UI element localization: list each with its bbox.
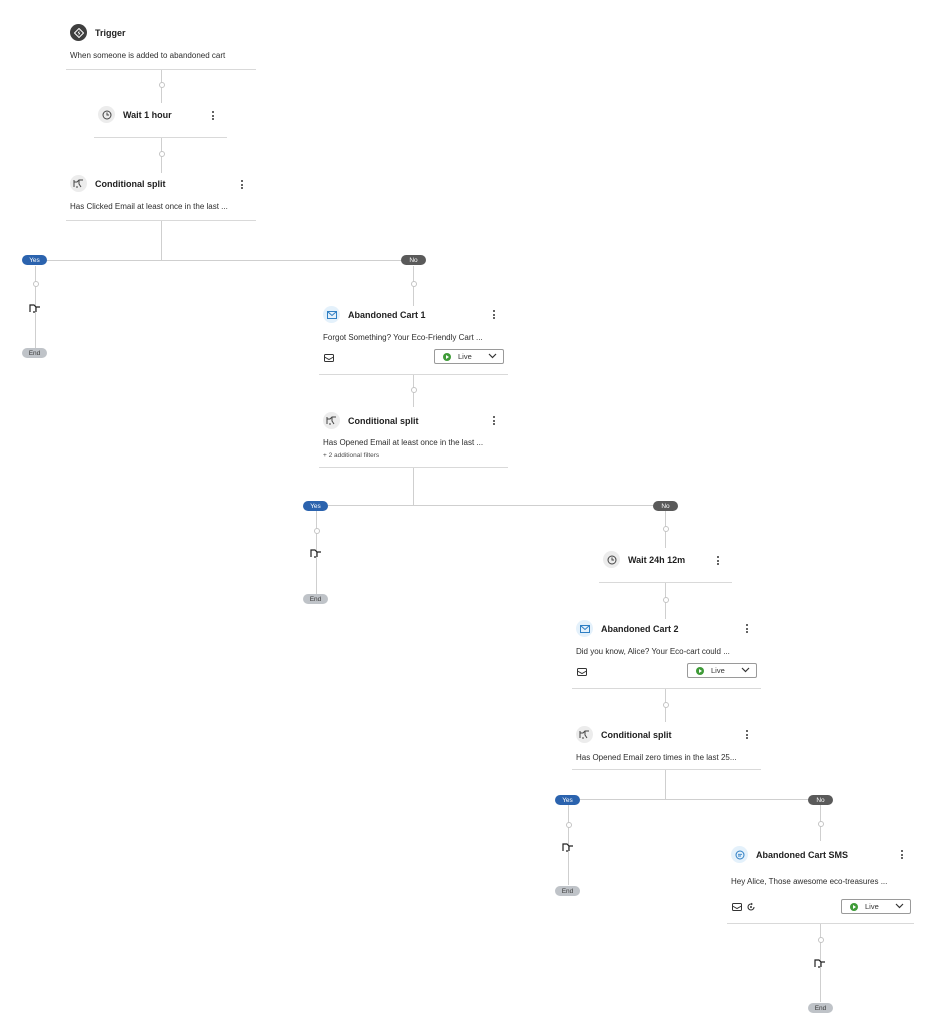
connector-dot: [33, 281, 39, 287]
live-status-icon: [696, 666, 704, 675]
additional-filters-text: + 2 additional filters: [323, 452, 380, 459]
end-label: End: [22, 348, 47, 358]
wait-node-1[interactable]: Wait 1 hour: [94, 103, 227, 138]
trigger-card[interactable]: Trigger When someone is added to abandon…: [66, 20, 256, 70]
email-title: Abandoned Cart 1: [348, 309, 426, 320]
connector-line: [413, 468, 414, 505]
email-icon: [576, 620, 593, 637]
email-description: Forgot Something? Your Eco-Friendly Cart…: [323, 333, 483, 342]
more-options-button[interactable]: [713, 554, 723, 567]
connector-dot: [159, 151, 165, 157]
chevron-down-icon: [488, 353, 497, 359]
channel-email-icon: [732, 903, 742, 911]
split-icon: [70, 175, 87, 192]
split-description: Has Opened Email zero times in the last …: [576, 753, 737, 762]
split-description: Has Clicked Email at least once in the l…: [70, 202, 228, 211]
connector-dot: [818, 937, 824, 943]
split-title: Conditional split: [601, 729, 672, 740]
trigger-description: When someone is added to abandoned cart: [70, 51, 226, 60]
connector-dot: [663, 702, 669, 708]
yes-branch-label: Yes: [555, 795, 580, 805]
live-status-icon: [850, 902, 858, 911]
no-branch-label: No: [653, 501, 678, 511]
trigger-title: Trigger: [95, 27, 126, 38]
split-title: Conditional split: [95, 178, 166, 189]
split-description: Has Opened Email at least once in the la…: [323, 438, 484, 447]
sms-description: Hey Alice, Those awesome eco-treasures .…: [731, 877, 888, 886]
channel-email-icon: [577, 668, 587, 676]
live-status-icon: [443, 352, 451, 361]
connector-dot: [566, 822, 572, 828]
sms-title: Abandoned Cart SMS: [756, 849, 849, 860]
split-icon: [323, 412, 340, 429]
sms-icon: [731, 846, 748, 863]
yes-branch-label: Yes: [303, 501, 328, 511]
end-label: End: [303, 594, 328, 604]
conditional-split-2[interactable]: Conditional split Has Opened Email at le…: [319, 407, 508, 468]
status-label: Live: [711, 666, 725, 675]
conditional-split-3[interactable]: Conditional split Has Opened Email zero …: [572, 722, 761, 770]
status-dropdown[interactable]: Live: [434, 349, 504, 364]
chevron-down-icon: [741, 667, 750, 673]
channel-email-icon: [324, 354, 334, 362]
email-icon: [323, 306, 340, 323]
lightning-icon: [70, 24, 87, 41]
email-description: Did you know, Alice? Your Eco-cart could…: [576, 647, 730, 656]
branch-line: [35, 260, 414, 261]
more-options-button[interactable]: [208, 109, 218, 122]
split-icon: [576, 726, 593, 743]
yes-branch-label: Yes: [22, 255, 47, 265]
no-branch-label: No: [808, 795, 833, 805]
email-node-abandoned-cart-2[interactable]: Abandoned Cart 2 Did you know, Alice? Yo…: [572, 620, 761, 689]
status-label: Live: [458, 352, 472, 361]
email-node-abandoned-cart-1[interactable]: Abandoned Cart 1 Forgot Something? Your …: [319, 306, 508, 375]
split-icon: [814, 959, 825, 968]
connector-dot: [411, 281, 417, 287]
wait-title: Wait 1 hour: [123, 109, 172, 120]
connector-line: [665, 770, 666, 799]
smart-sending-icon: [747, 902, 755, 911]
more-options-button[interactable]: [742, 728, 752, 741]
status-dropdown[interactable]: Live: [841, 899, 911, 914]
wait-node-2[interactable]: Wait 24h 12m: [599, 548, 732, 583]
status-label: Live: [865, 902, 879, 911]
end-label: End: [808, 1003, 833, 1013]
clock-icon: [98, 106, 115, 123]
more-options-button[interactable]: [237, 178, 247, 191]
connector-dot: [159, 82, 165, 88]
more-options-button[interactable]: [742, 622, 752, 635]
sms-node-abandoned-cart[interactable]: Abandoned Cart SMS Hey Alice, Those awes…: [727, 842, 914, 924]
email-title: Abandoned Cart 2: [601, 623, 679, 634]
branch-line: [568, 799, 821, 800]
connector-dot: [314, 528, 320, 534]
clock-icon: [603, 551, 620, 568]
status-dropdown[interactable]: Live: [687, 663, 757, 678]
connector-dot: [411, 387, 417, 393]
chevron-down-icon: [895, 903, 904, 909]
split-icon: [562, 843, 573, 852]
branch-line: [316, 505, 666, 506]
end-label: End: [555, 886, 580, 896]
more-options-button[interactable]: [897, 848, 907, 861]
wait-title: Wait 24h 12m: [628, 554, 686, 565]
split-icon: [29, 304, 40, 313]
connector-dot: [663, 597, 669, 603]
split-title: Conditional split: [348, 415, 419, 426]
more-options-button[interactable]: [489, 414, 499, 427]
connector-line: [161, 221, 162, 260]
connector-dot: [818, 821, 824, 827]
split-icon: [310, 549, 321, 558]
no-branch-label: No: [401, 255, 426, 265]
connector-dot: [663, 526, 669, 532]
more-options-button[interactable]: [489, 308, 499, 321]
conditional-split-1[interactable]: Conditional split Has Clicked Email at l…: [66, 173, 256, 221]
